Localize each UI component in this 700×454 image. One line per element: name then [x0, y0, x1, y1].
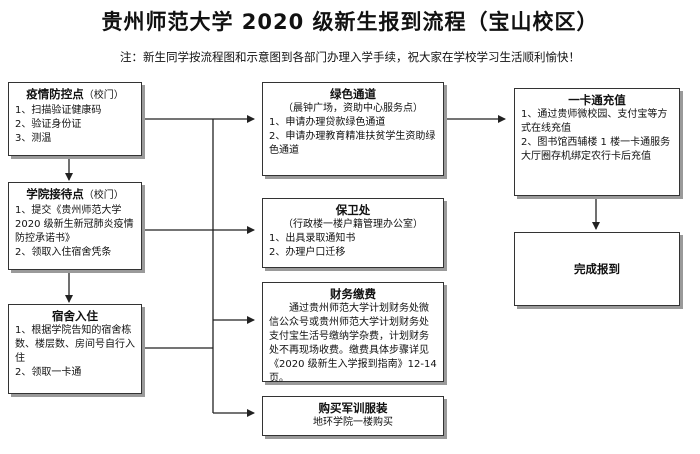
- military-uniform-box: 购买军训服装 地环学院一楼购买: [262, 396, 444, 436]
- green-channel-box: 绿色通道 （晨钟广场，资助中心服务点） 1、申请办理贷款绿色通道 2、申请办理教…: [262, 82, 444, 176]
- finance-text: 通过贵州师范大学计划财务处微信公众号或贵州师范大学计划财务处支付宝生活号缴纳学杂…: [269, 303, 437, 384]
- page-note: 注：新生同学按流程图和示意图到各部门办理入学手续，祝大家在学校学习生活顺利愉快！: [120, 50, 580, 64]
- security-title: 保卫处: [335, 203, 371, 217]
- card-item: 2、图书馆西辅楼 1 楼一卡通服务大厅圈存机绑定农行卡后充值: [521, 137, 671, 162]
- military-title: 购买军训服装: [318, 401, 388, 415]
- epidemic-checkpoint-box: 疫情防控点（校门） 1、扫描验证健康码 2、验证身份证 3、测温: [8, 82, 142, 156]
- finance-payment-box: 财务缴费 通过贵州师范大学计划财务处微信公众号或贵州师范大学计划财务处支付宝生活…: [262, 282, 444, 384]
- college-item: 2、领取入住宿舍凭条: [15, 247, 112, 258]
- dorm-item: 1、根据学院告知的宿舍栋数、楼层数、房间号自行入住: [15, 325, 135, 364]
- security-subtitle: （行政楼一楼户籍管理办公室）: [283, 219, 423, 230]
- epidemic-item: 3、测温: [15, 133, 52, 144]
- dorm-item: 2、领取一卡通: [15, 367, 82, 378]
- security-item: 2、办理户口迁移: [269, 247, 346, 258]
- card-item: 1、通过贵师微校园、支付宝等方式在线充值: [521, 109, 668, 134]
- epidemic-location: （校门）: [83, 90, 124, 101]
- page-title: 贵州师范大学 2020 级新生报到流程（宝山校区）: [101, 10, 599, 34]
- done-title: 完成报到: [574, 262, 620, 276]
- card-title: 一卡通充值: [568, 93, 626, 107]
- college-title: 学院接待点: [26, 187, 84, 201]
- green-item: 2、申请办理教育精准扶贫学生资助绿色通道: [269, 131, 436, 156]
- dorm-title: 宿舍入住: [52, 309, 98, 323]
- college-reception-box: 学院接待点（校门） 1、提交《贵州师范大学 2020 级新生新冠肺炎疫情防控承诺…: [8, 182, 142, 270]
- green-title: 绿色通道: [330, 87, 376, 101]
- finance-title: 财务缴费: [330, 287, 376, 301]
- epidemic-item: 1、扫描验证健康码: [15, 105, 102, 116]
- dorm-checkin-box: 宿舍入住 1、根据学院告知的宿舍栋数、楼层数、房间号自行入住 2、领取一卡通: [8, 304, 142, 394]
- military-text: 地环学院一楼购买: [313, 417, 393, 428]
- card-recharge-box: 一卡通充值 1、通过贵师微校园、支付宝等方式在线充值 2、图书馆西辅楼 1 楼一…: [514, 88, 680, 196]
- college-location: （校门）: [83, 190, 124, 201]
- epidemic-item: 2、验证身份证: [15, 119, 82, 130]
- registration-done-box: 完成报到: [514, 232, 680, 306]
- security-office-box: 保卫处 （行政楼一楼户籍管理办公室） 1、出具录取通知书 2、办理户口迁移: [262, 198, 444, 268]
- green-subtitle: （晨钟广场，资助中心服务点）: [283, 103, 423, 114]
- college-item: 1、提交《贵州师范大学 2020 级新生新冠肺炎疫情防控承诺书》: [15, 205, 134, 244]
- security-item: 1、出具录取通知书: [269, 233, 356, 244]
- green-item: 1、申请办理贷款绿色通道: [269, 117, 386, 128]
- epidemic-title: 疫情防控点: [26, 87, 84, 101]
